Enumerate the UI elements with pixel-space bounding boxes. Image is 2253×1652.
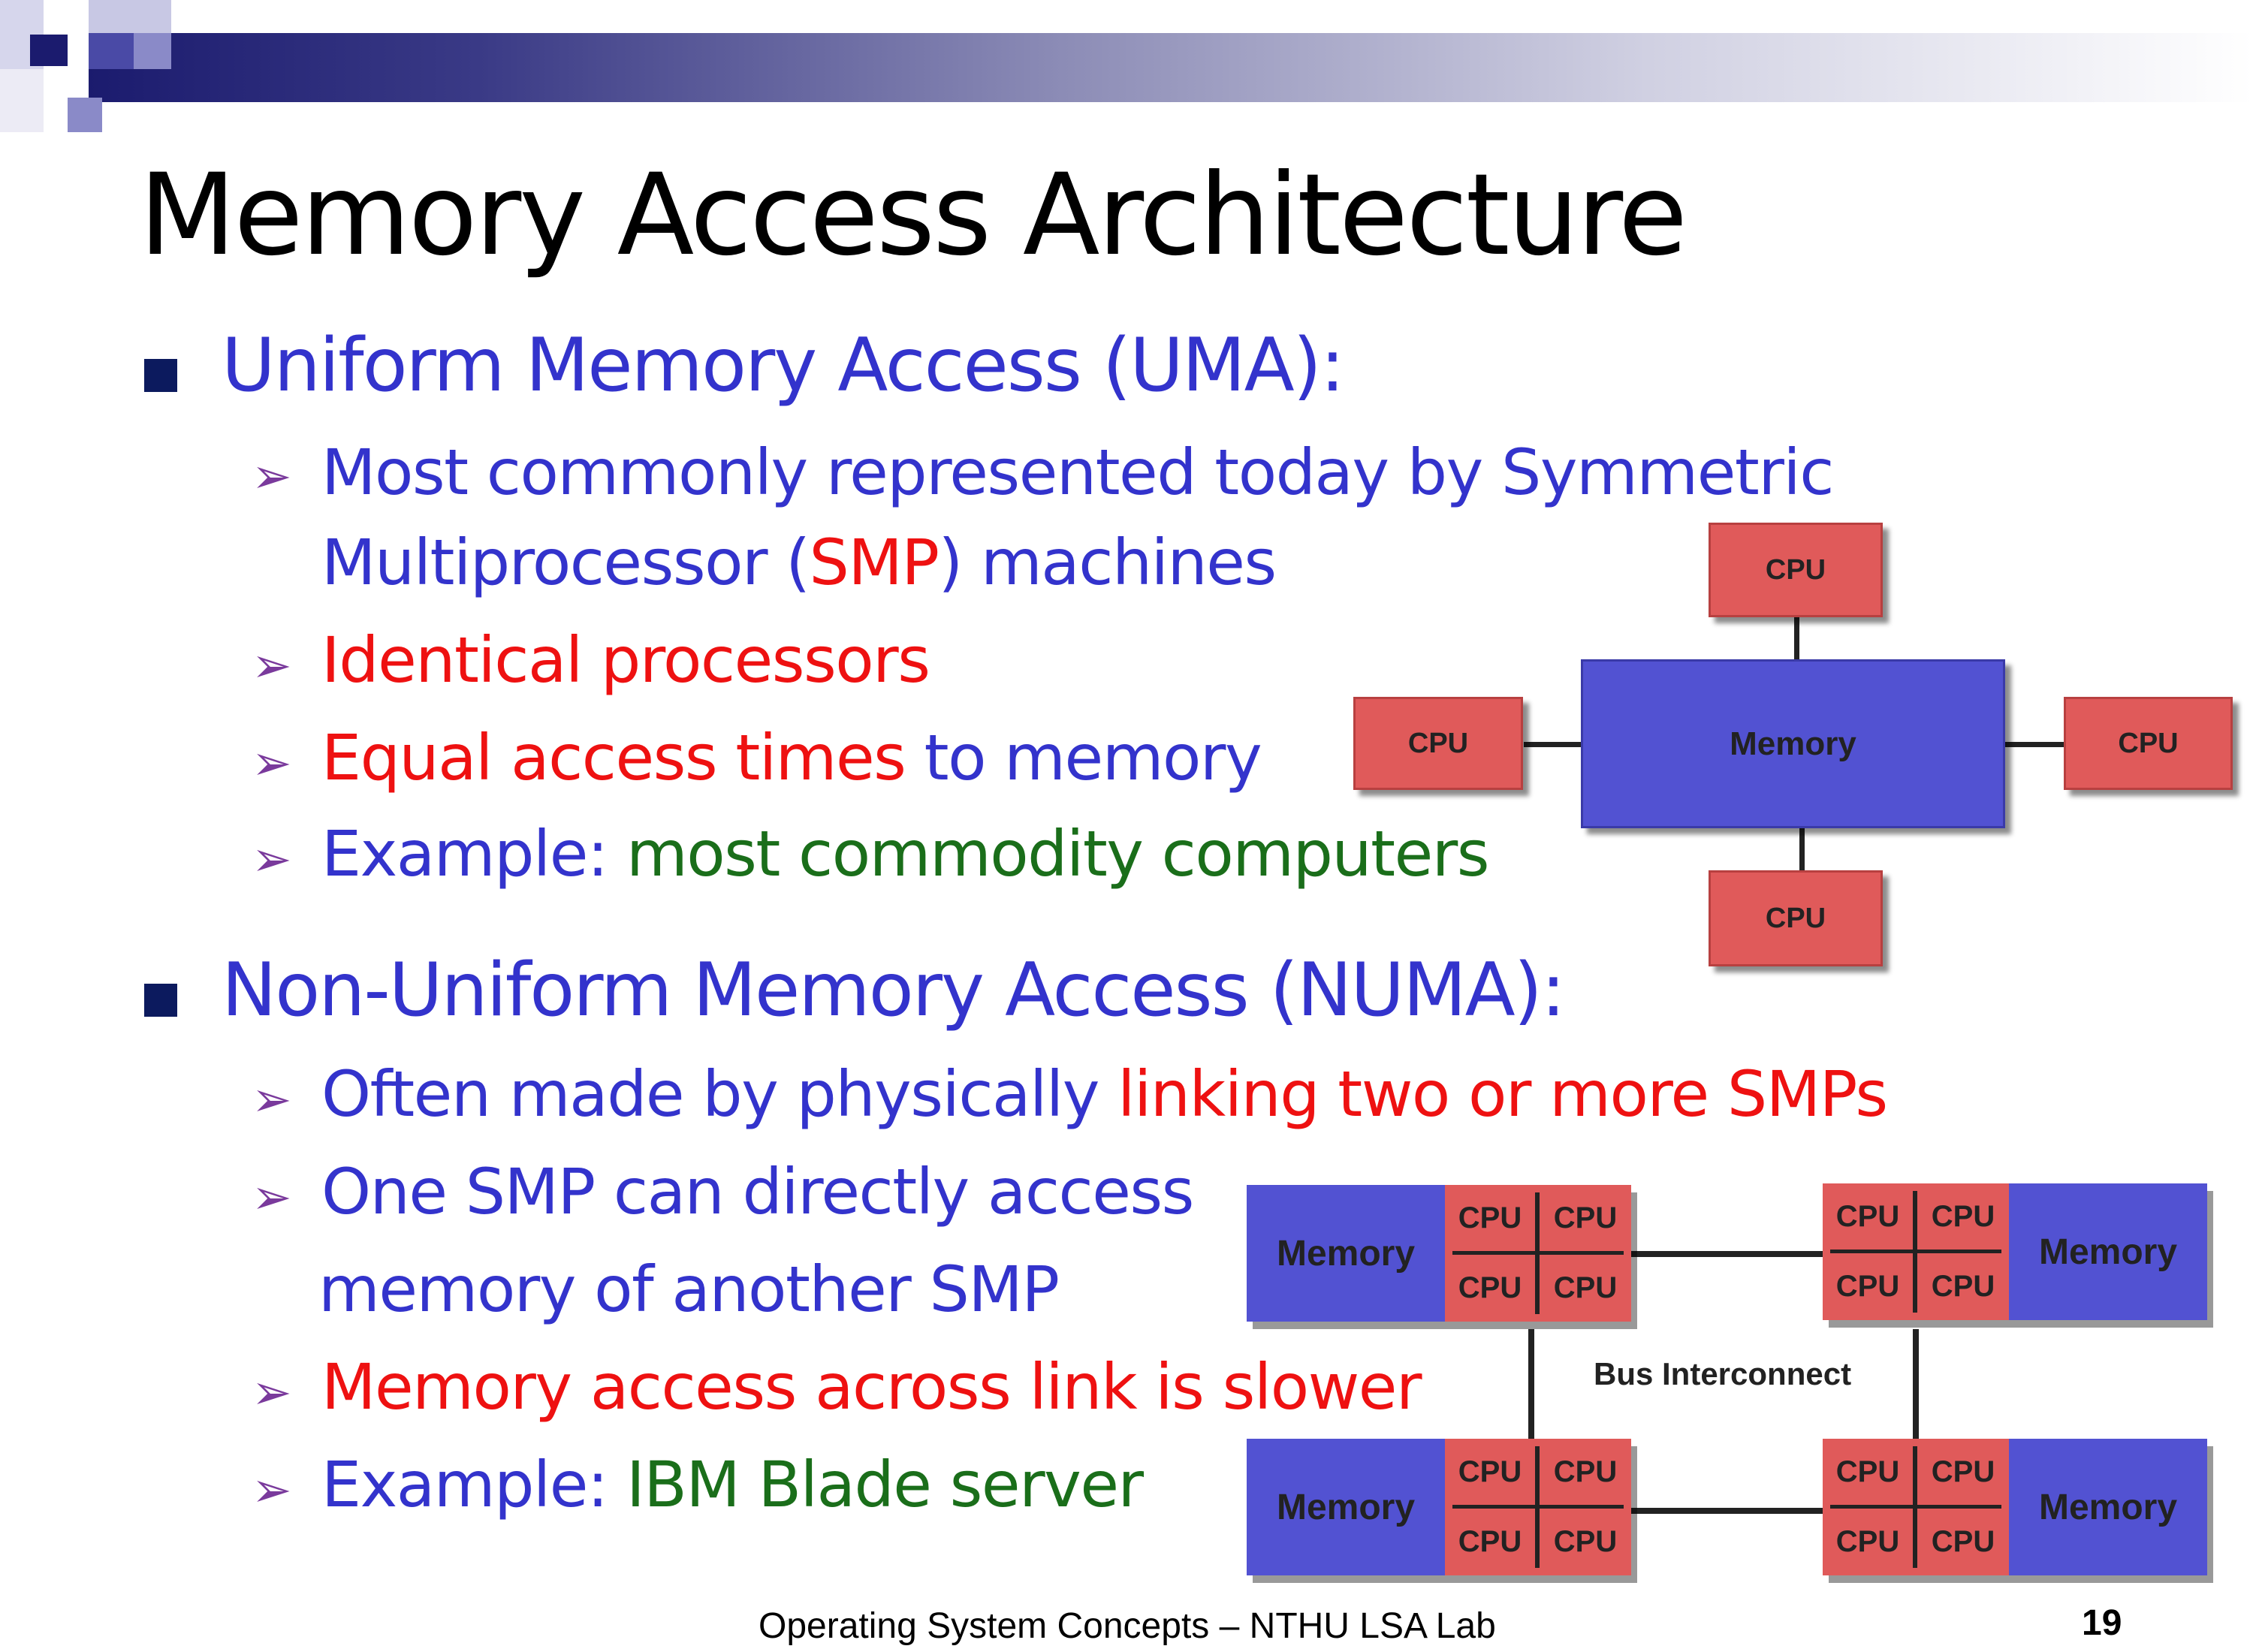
arrowhead-bullet-icon: ➢: [252, 1365, 292, 1421]
uma-point-3: Equal access times to memory: [321, 721, 1262, 794]
numa-cpu-block: CPU CPU CPU CPU: [1823, 1183, 2009, 1320]
numa-cpu: CPU: [1917, 1253, 2009, 1320]
numa-memory-block: Memory: [2009, 1183, 2207, 1320]
numa-memory-block: Memory: [1247, 1439, 1445, 1575]
numa-cpu: CPU: [1823, 1183, 1913, 1250]
numa-cpu: CPU: [1917, 1183, 2009, 1250]
linking-highlight: linking two or more SMPs: [1117, 1057, 1888, 1131]
arrowhead-bullet-icon: ➢: [252, 1170, 292, 1225]
numa-cpu: CPU: [1540, 1509, 1631, 1575]
numa-cpu: CPU: [1445, 1185, 1535, 1251]
example-label: Example:: [321, 817, 626, 891]
example-value: IBM Blade server: [626, 1448, 1144, 1521]
arrowhead-bullet-icon: ➢: [252, 449, 292, 505]
numa-cpu-block: CPU CPU CPU CPU: [1445, 1439, 1631, 1575]
header-square: [89, 33, 134, 69]
square-bullet-icon: [144, 359, 177, 392]
uma-cpu-top: CPU: [1709, 523, 1883, 617]
equal-access-highlight: Equal access times: [321, 721, 906, 794]
connector-line: [2004, 742, 2064, 747]
uma-cpu-left: CPU: [1353, 697, 1523, 790]
numa-cpu: CPU: [1445, 1509, 1535, 1575]
bus-line: [1913, 1329, 1919, 1442]
uma-heading: Uniform Memory Access (UMA):: [222, 323, 1345, 408]
example-label: Example:: [321, 1448, 626, 1521]
numa-cpu: CPU: [1823, 1253, 1913, 1320]
numa-cpu: CPU: [1445, 1439, 1535, 1505]
bus-line: [1631, 1251, 1823, 1257]
slide-footer: Operating System Concepts – NTHU LSA Lab: [759, 1606, 1496, 1646]
numa-cpu-block: CPU CPU CPU CPU: [1823, 1439, 2009, 1575]
numa-cpu: CPU: [1445, 1255, 1535, 1322]
connector-line: [1799, 828, 1805, 870]
numa-point-1-text: Often made by physically: [321, 1057, 1118, 1131]
numa-memory-block: Memory: [2009, 1439, 2207, 1575]
bus-line: [1631, 1508, 1823, 1514]
header-square: [44, 0, 89, 35]
numa-point-2-line-1: One SMP can directly access: [321, 1155, 1194, 1228]
uma-point-1-line-2: Multiprocessor (SMP) machines: [321, 526, 1277, 599]
bus-interconnect-label: Bus Interconnect: [1594, 1356, 1852, 1391]
arrowhead-bullet-icon: ➢: [252, 1463, 292, 1518]
numa-point-3: Memory access across link is slower: [321, 1350, 1422, 1424]
square-bullet-icon: [144, 984, 177, 1017]
arrowhead-bullet-icon: ➢: [252, 832, 292, 888]
header-square: [0, 69, 44, 132]
page-number: 19: [2082, 1603, 2122, 1643]
uma-point-4: Example: most commodity computers: [321, 817, 1490, 891]
uma-point-3-text: to memory: [905, 721, 1262, 794]
uma-memory-block: Memory: [1581, 659, 2005, 828]
uma-point-1-text-end: ) machines: [938, 526, 1277, 599]
uma-cpu-right: CPU: [2064, 697, 2233, 790]
connector-line: [1524, 742, 1582, 747]
numa-cpu: CPU: [1917, 1439, 2009, 1505]
uma-point-1-line-1: Most commonly represented today by Symme…: [321, 436, 1834, 509]
numa-heading: Non-Uniform Memory Access (NUMA):: [222, 948, 1566, 1033]
arrowhead-bullet-icon: ➢: [252, 1072, 292, 1128]
header-square: [68, 98, 102, 132]
numa-cpu: CPU: [1823, 1439, 1913, 1505]
numa-point-1: Often made by physically linking two or …: [321, 1057, 1888, 1131]
uma-cpu-bottom: CPU: [1709, 870, 1883, 966]
numa-cpu: CPU: [1917, 1509, 2009, 1575]
numa-cpu-block: CPU CPU CPU CPU: [1445, 1185, 1631, 1322]
example-value: most commodity computers: [626, 817, 1490, 891]
numa-point-2-line-2: memory of another SMP: [318, 1253, 1060, 1326]
numa-cpu: CPU: [1540, 1185, 1631, 1251]
uma-point-2: Identical processors: [321, 623, 930, 697]
numa-cpu: CPU: [1540, 1255, 1631, 1322]
numa-memory-block: Memory: [1247, 1185, 1445, 1322]
numa-point-4: Example: IBM Blade server: [321, 1448, 1144, 1521]
numa-cpu: CPU: [1540, 1439, 1631, 1505]
header-square: [134, 33, 171, 69]
numa-cpu: CPU: [1823, 1509, 1913, 1575]
header-square: [89, 0, 171, 33]
slide-title: Memory Access Architecture: [139, 150, 1687, 281]
header-square: [30, 35, 68, 66]
uma-point-1-text: Multiprocessor (: [321, 526, 810, 599]
header-gradient-bar: [89, 33, 2253, 102]
smp-highlight: SMP: [809, 526, 940, 599]
bus-line: [1528, 1329, 1534, 1442]
arrowhead-bullet-icon: ➢: [252, 736, 292, 791]
connector-line: [1794, 617, 1799, 659]
arrowhead-bullet-icon: ➢: [252, 638, 292, 694]
